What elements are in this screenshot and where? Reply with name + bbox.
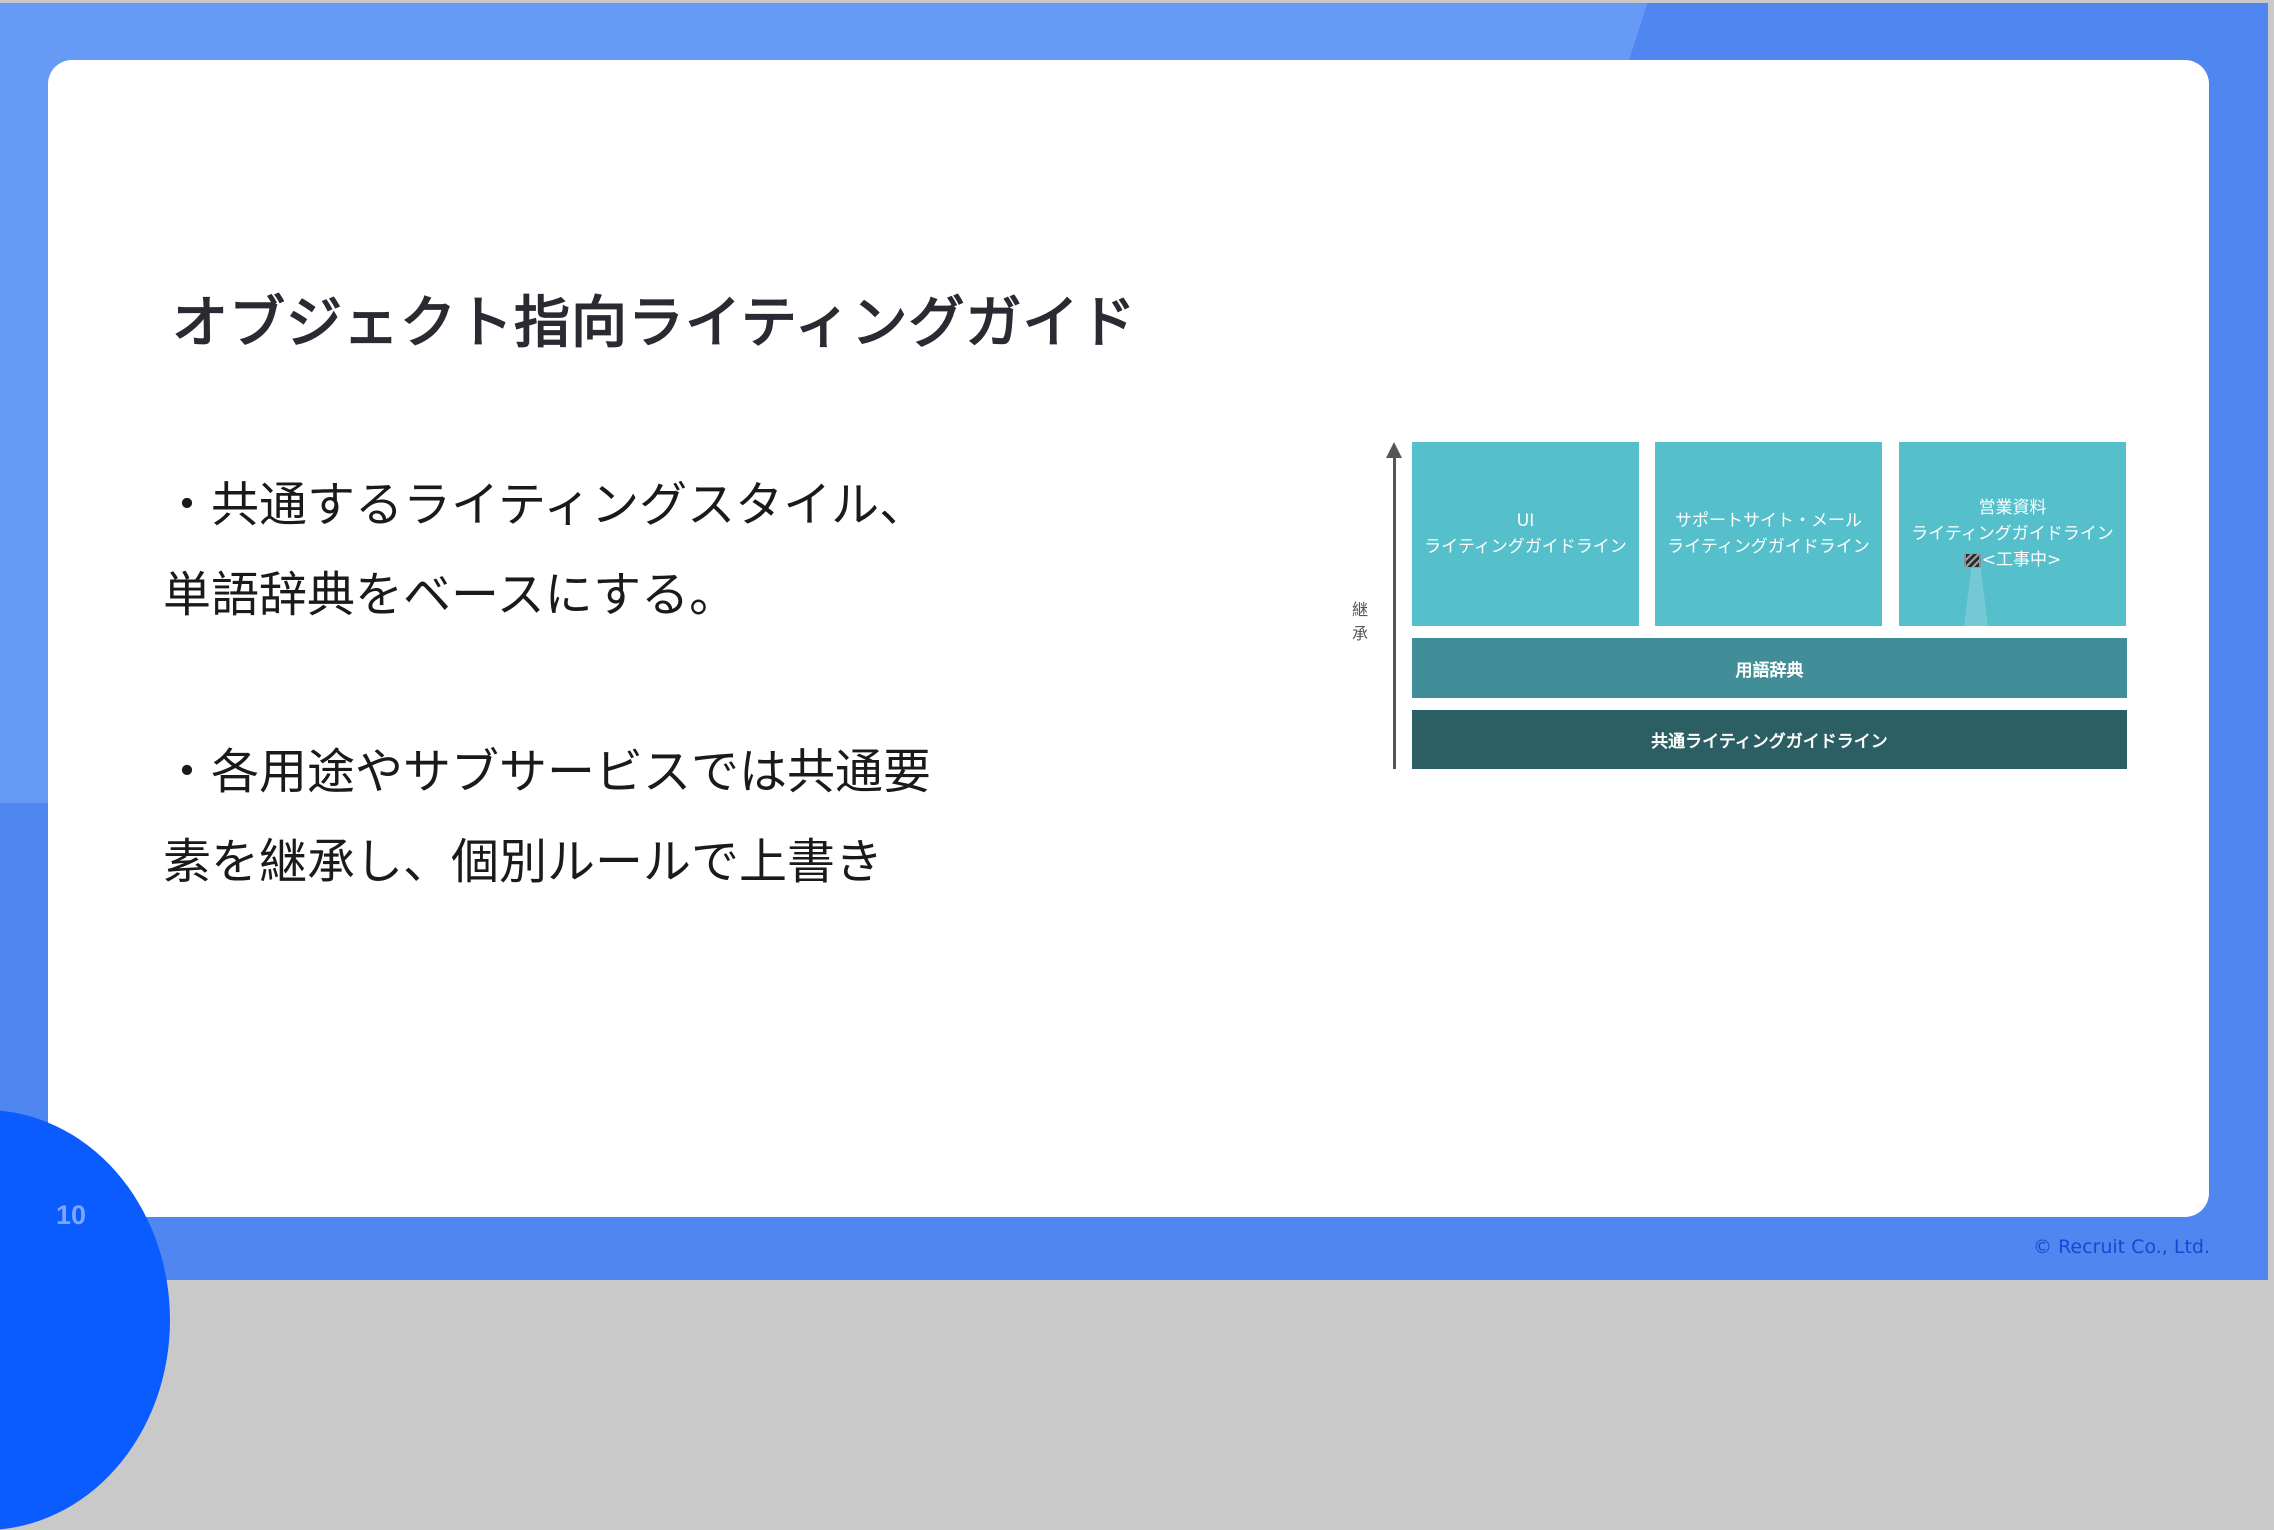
box-subtitle: ライティングガイドライン (1667, 537, 1870, 557)
slide-title: オブジェクト指向ライティングガイド (172, 291, 1137, 356)
arrow-up-icon (1386, 442, 1402, 458)
dictionary-bar: 用語辞典 (1412, 638, 2127, 698)
construction-barrier-icon (1963, 553, 1981, 567)
axis-label: 継承 (1352, 600, 1369, 643)
sales-material-guideline-box: 営業資料 ライティングガイドライン <工事中> (1899, 442, 2126, 626)
wip-label: <工事中> (1981, 550, 2062, 570)
box-title: 営業資料 (1978, 498, 2047, 518)
ui-guideline-box: UI ライティングガイドライン (1412, 442, 1639, 626)
body-line: ・各用途やサブサービスでは共通要 (163, 744, 932, 800)
common-guideline-bar: 共通ライティングガイドライン (1412, 710, 2127, 769)
common-guideline-label: 共通ライティングガイドライン (1651, 732, 1888, 752)
body-line: 素を継承し、個別ルールで上書き (163, 834, 884, 890)
box-subtitle: ライティングガイドライン (1911, 524, 2114, 544)
paragraph-gap (163, 640, 931, 727)
wip-status: <工事中> (1963, 547, 2062, 573)
box-title: サポートサイト・メール (1675, 511, 1862, 531)
page-number: 10 (56, 1200, 87, 1230)
body-line: 単語辞典をベースにする。 (163, 567, 738, 623)
box-title: UI (1516, 511, 1535, 531)
body-line: ・共通するライティングスタイル、 (163, 477, 928, 533)
dictionary-label: 用語辞典 (1735, 660, 1804, 681)
inheritance-arrow (1393, 456, 1396, 769)
box-subtitle: ライティングガイドライン (1424, 537, 1627, 557)
support-mail-guideline-box: サポートサイト・メール ライティングガイドライン (1655, 442, 1882, 626)
slide-body: ・共通するライティングスタイル、 単語辞典をベースにする。 ・各用途やサブサービ… (163, 460, 931, 907)
copyright: © Recruit Co., Ltd. (2033, 1236, 2210, 1258)
